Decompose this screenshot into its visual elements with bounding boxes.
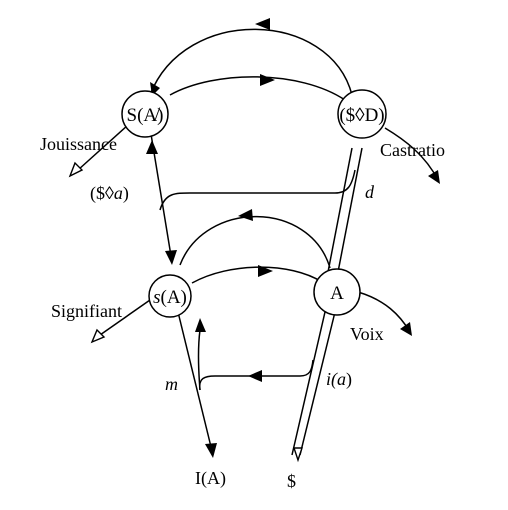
upper-outer-arc-arrow <box>255 18 270 30</box>
middle-crossbar <box>159 169 356 211</box>
middle-crossbar-arrow <box>146 140 158 154</box>
jouissance-tick <box>77 124 129 171</box>
label-m: m <box>165 374 178 394</box>
barred-s-triangle <box>293 447 303 463</box>
voix-arrow-head <box>400 322 412 336</box>
label-i-of-a-small: i(a) <box>326 369 352 390</box>
label-d: d <box>365 182 375 202</box>
right-upper-vertical <box>337 147 363 273</box>
label-s-diamond-a: ($◊a) <box>90 183 129 204</box>
right-lower-vertical-b <box>291 311 326 456</box>
left-upper-vertical-arrow <box>165 250 177 265</box>
left-lower-vertical <box>177 311 214 456</box>
left-lower-vertical-arrow <box>205 443 217 458</box>
left-lower-up-arrow <box>195 318 206 332</box>
node-s-diamond-d-circle <box>337 89 387 139</box>
node-s-barred-a: S(A̸) <box>127 105 164 126</box>
node-a: A <box>330 283 344 304</box>
lower-outer-arc <box>179 215 331 269</box>
node-a-circle <box>313 268 361 316</box>
signifiant-triangle <box>90 328 106 344</box>
jouissance-triangle <box>68 161 84 178</box>
lower-outer-arc-arrow <box>238 209 253 221</box>
lower-inner-arc <box>191 266 323 284</box>
label-voix: Voix <box>350 324 384 344</box>
right-lower-vertical <box>299 311 336 456</box>
label-signifiant: Signifiant <box>51 301 122 321</box>
castration-arrow-head <box>428 170 440 184</box>
upper-inner-arc-arrow <box>260 74 275 86</box>
label-i-of-a: I(A) <box>195 468 226 489</box>
node-s-of-a-circle <box>148 274 192 318</box>
upper-outer-arc <box>149 28 353 96</box>
label-jouissance: Jouissance <box>40 134 117 154</box>
right-upper-vertical-b <box>327 147 353 273</box>
signifiant-tick <box>99 299 151 336</box>
node-s-of-a: s(A) <box>153 287 187 308</box>
label-barred-s: $ <box>287 471 296 491</box>
left-lower-up-line <box>197 329 201 391</box>
lower-inner-arc-arrow <box>258 265 273 277</box>
node-s-barred-a-circle <box>121 90 169 138</box>
node-s-diamond-d: ($◊D) <box>339 105 384 126</box>
upper-inner-arc <box>169 76 346 101</box>
lower-crossbar-arrow <box>248 370 262 382</box>
label-castration: Castratio <box>380 140 445 160</box>
